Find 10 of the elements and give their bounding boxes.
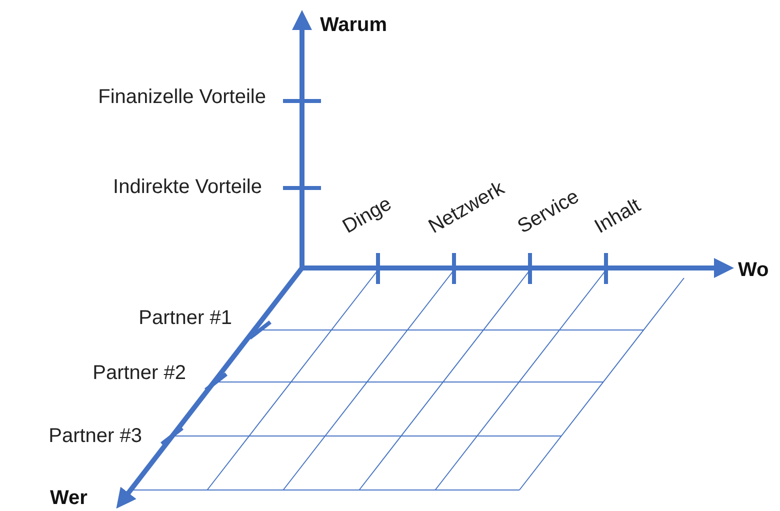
axis-tick-label: Partner #1 (138, 307, 232, 329)
axis-tick-label: Partner #2 (92, 362, 186, 384)
axis-title: Wer (50, 487, 88, 509)
axis-tick-label: Partner #3 (48, 425, 142, 447)
axis-tick-label: Indirekte Vorteile (113, 176, 262, 198)
axis-tick-label: Inhalt (591, 194, 644, 238)
axis-tick-label: Finanizelle Vorteile (98, 86, 266, 108)
axis-title: Wo (738, 259, 769, 281)
axis-tick-label: Dinge (339, 192, 396, 238)
axis-title: Warum (320, 14, 388, 36)
